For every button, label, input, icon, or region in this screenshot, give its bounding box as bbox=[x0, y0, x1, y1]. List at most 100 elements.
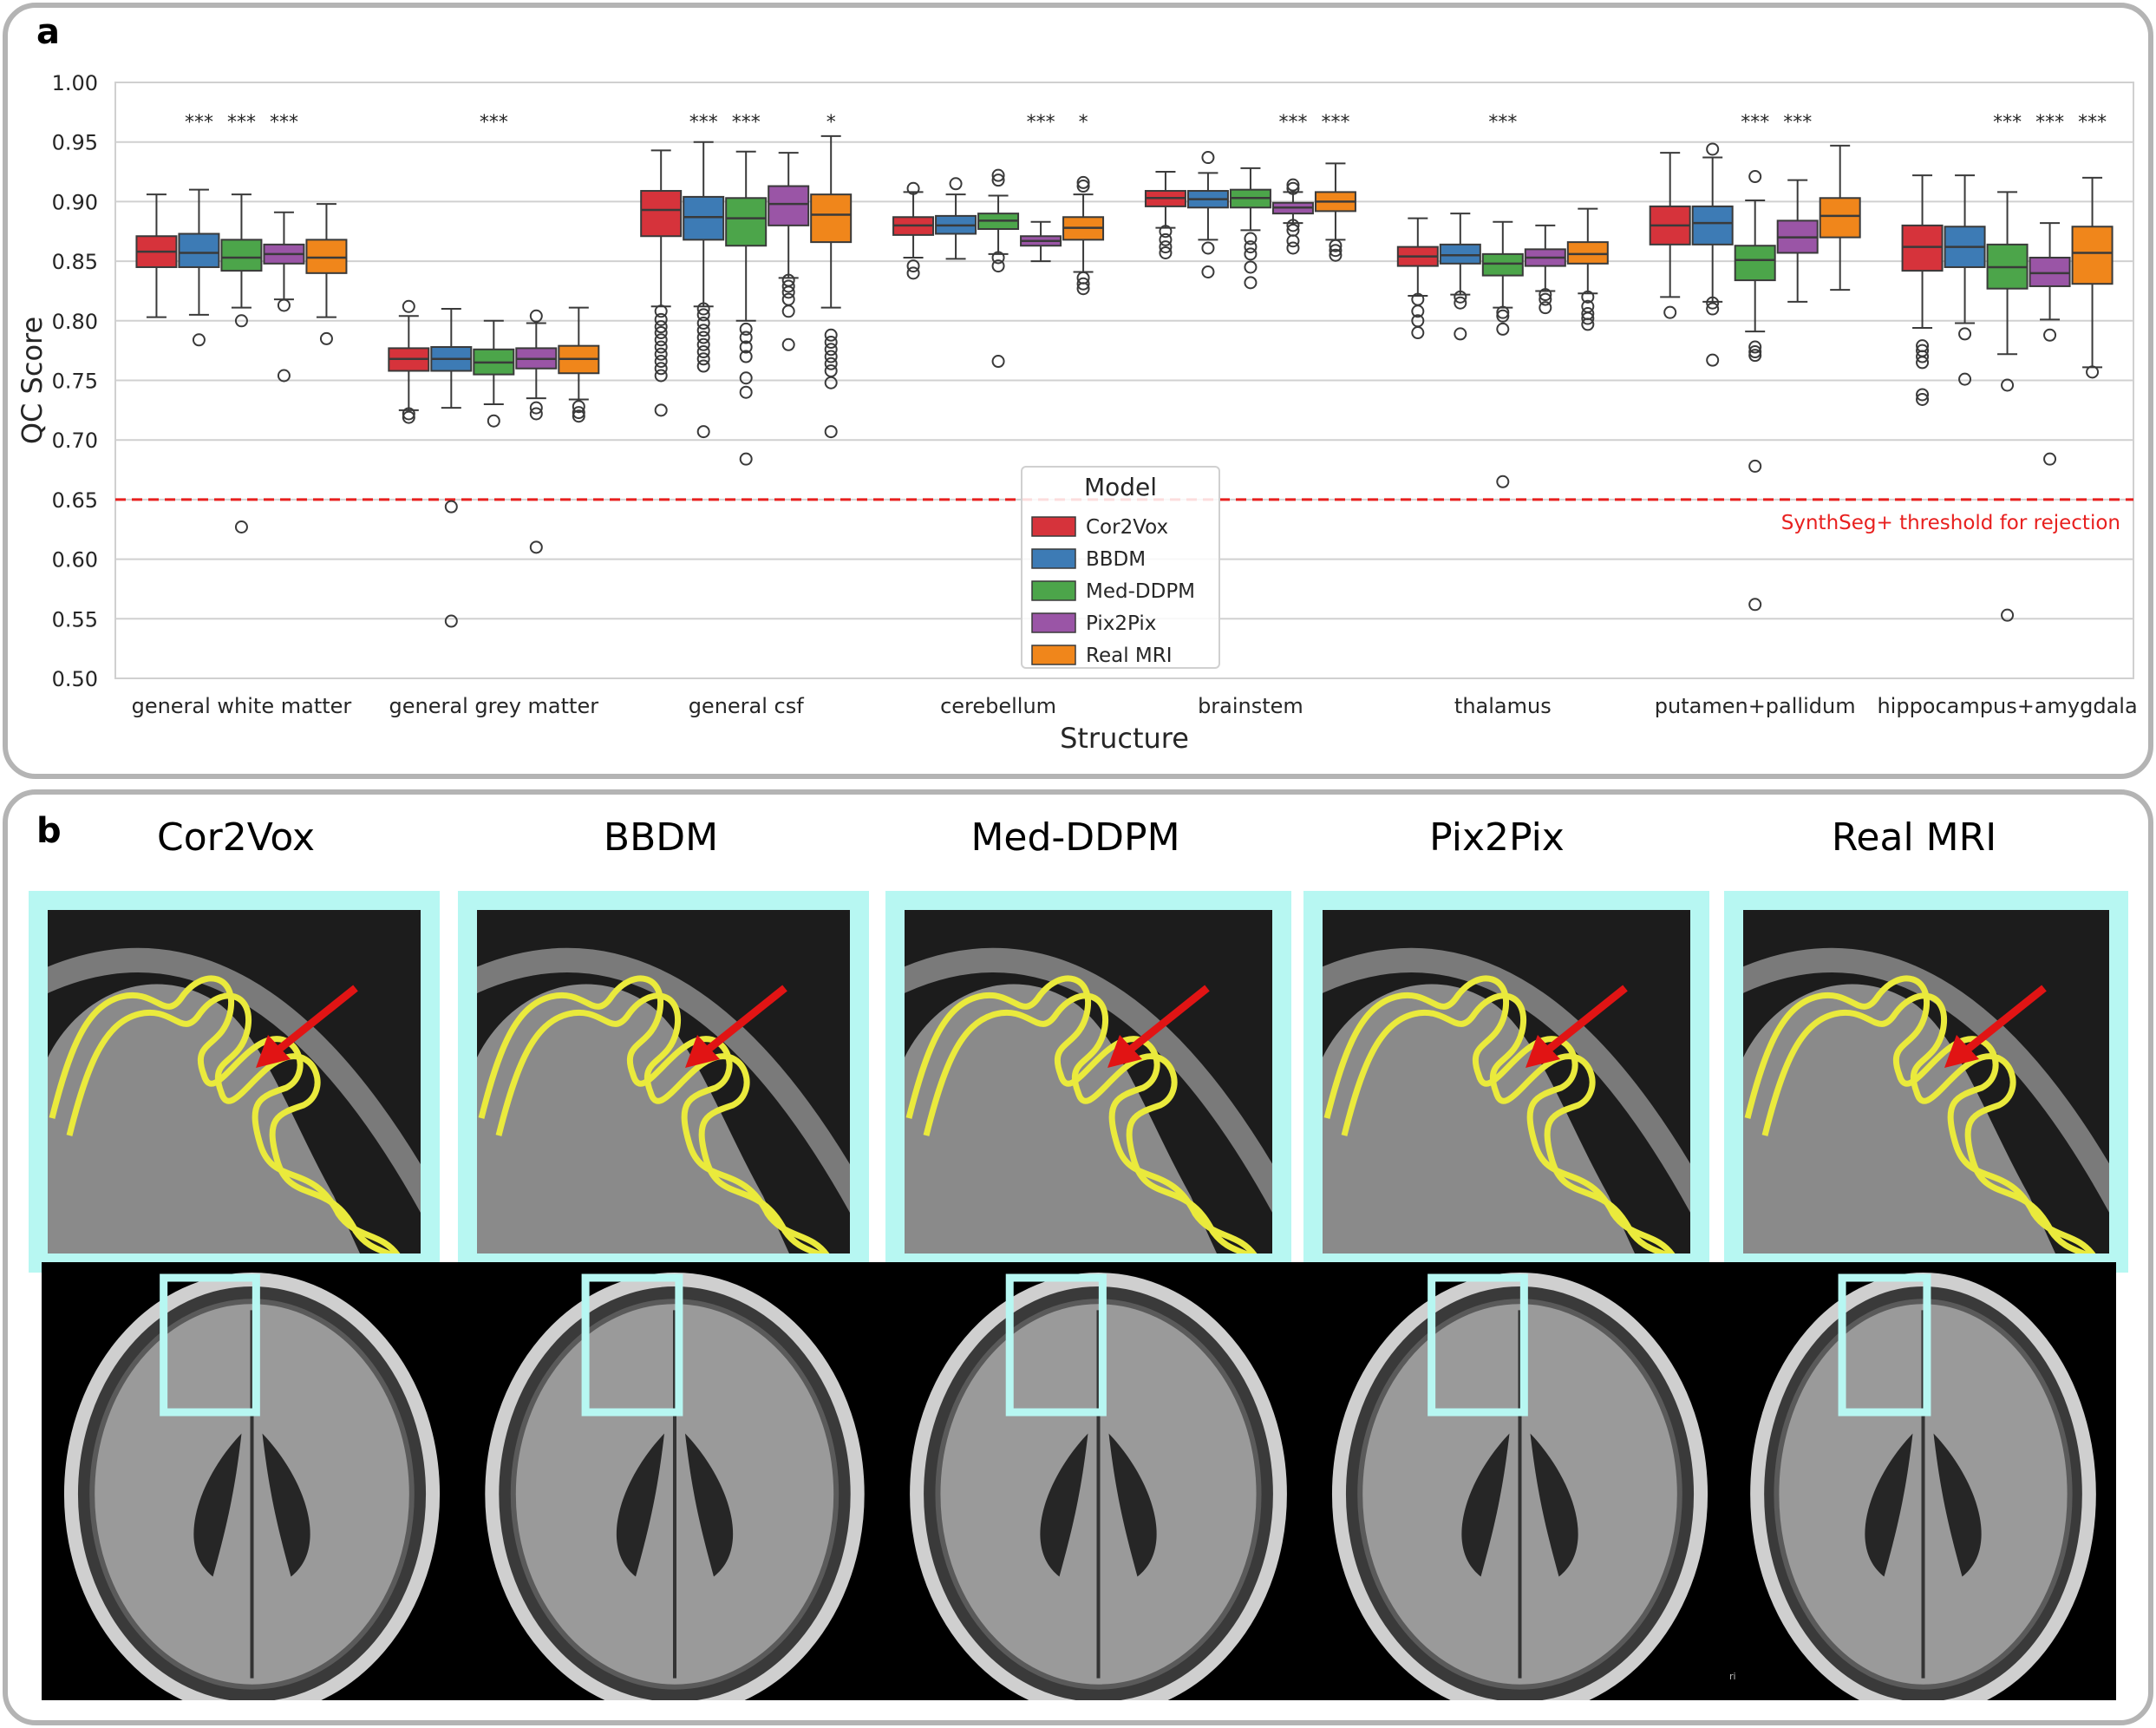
outlier-point bbox=[192, 333, 206, 347]
cortex-outline-inner bbox=[923, 992, 1253, 1253]
outlier-point bbox=[739, 452, 753, 466]
outlier-point bbox=[234, 314, 248, 328]
zoomed-mri-image bbox=[477, 910, 850, 1253]
outlier-point bbox=[824, 343, 838, 357]
box-real-mri bbox=[1566, 207, 1609, 331]
outlier-point bbox=[654, 333, 668, 347]
outlier-point bbox=[1663, 305, 1677, 319]
outlier-point bbox=[1159, 232, 1173, 246]
outlier-point bbox=[529, 407, 543, 421]
outlier-point bbox=[1286, 181, 1300, 195]
right-ventricle bbox=[1933, 1433, 1982, 1577]
cortex-outline-inner bbox=[1341, 992, 1671, 1253]
outlier-point bbox=[1916, 392, 1930, 406]
outlier-point bbox=[1076, 277, 1090, 291]
right-ventricle bbox=[1530, 1433, 1578, 1577]
outlier-point bbox=[654, 304, 668, 318]
zoom-region-frame bbox=[160, 1273, 260, 1417]
outlier-point bbox=[1748, 345, 1762, 359]
scan-real-mri bbox=[1730, 1262, 2116, 1700]
outlier-point bbox=[739, 331, 753, 344]
legend-swatch bbox=[1031, 548, 1076, 569]
outlier-point bbox=[739, 385, 753, 399]
box-cor2vox bbox=[1901, 174, 1944, 406]
outlier-point bbox=[444, 500, 458, 514]
x-axis-label: Structure bbox=[1060, 722, 1189, 755]
white-matter bbox=[1323, 984, 1635, 1253]
iqr-box bbox=[178, 232, 220, 268]
right-ventricle bbox=[1108, 1433, 1157, 1577]
outlier-point bbox=[739, 322, 753, 336]
outlier-point bbox=[1201, 241, 1215, 255]
box-real-mri bbox=[1062, 175, 1105, 296]
outlier-point bbox=[1496, 322, 1510, 336]
outlier-point bbox=[1201, 265, 1215, 278]
left-ventricle bbox=[1865, 1433, 1913, 1577]
x-tick-label: cerebellum bbox=[940, 694, 1056, 718]
outlier-point bbox=[234, 520, 248, 534]
zoom-region-frame bbox=[1005, 1273, 1107, 1417]
outlier-point bbox=[1748, 459, 1762, 473]
red-arrow-head bbox=[1944, 1035, 1979, 1068]
x-tick-label: general white matter bbox=[132, 694, 352, 718]
legend-swatch bbox=[1031, 516, 1076, 537]
white-matter bbox=[48, 984, 360, 1253]
box-pix2pix bbox=[263, 211, 305, 383]
box-cor2vox bbox=[388, 299, 430, 424]
left-ventricle bbox=[1040, 1433, 1088, 1577]
outlier-point bbox=[2001, 608, 2015, 622]
zoomed-mri-image bbox=[905, 910, 1272, 1253]
outlier-point bbox=[696, 317, 710, 331]
iqr-box bbox=[1481, 252, 1524, 277]
box-pix2pix bbox=[515, 309, 558, 554]
title-pix2pix: Pix2Pix bbox=[1429, 815, 1565, 860]
white-matter bbox=[477, 984, 789, 1253]
outlier-point bbox=[696, 308, 710, 322]
y-tick-label: 0.80 bbox=[52, 310, 98, 334]
left-ventricle bbox=[616, 1433, 664, 1577]
right-ventricle bbox=[685, 1433, 734, 1577]
x-tick-label: general csf bbox=[689, 694, 805, 718]
cortex-outline-inner bbox=[495, 992, 826, 1253]
legend-title: Model bbox=[1084, 473, 1157, 501]
outlier-point bbox=[906, 181, 920, 195]
outlier-point bbox=[654, 369, 668, 383]
outlier-point bbox=[572, 406, 585, 420]
box-cor2vox bbox=[1396, 217, 1439, 340]
cortex-outline-outer bbox=[478, 975, 830, 1253]
plot-area bbox=[114, 82, 2134, 679]
outlier-point bbox=[824, 364, 838, 378]
outlier-point bbox=[1076, 175, 1090, 189]
legend-label: Real MRI bbox=[1086, 645, 1173, 667]
iqr-box bbox=[1439, 243, 1481, 265]
zoomed-mri-image bbox=[48, 910, 421, 1253]
panel-b-letter: b bbox=[36, 811, 62, 851]
box-bbdm bbox=[178, 188, 220, 347]
outlier-point bbox=[739, 340, 753, 354]
left-ventricle bbox=[1461, 1433, 1510, 1577]
cortex-outline-inner bbox=[1761, 992, 2092, 1253]
legend-label: Pix2Pix bbox=[1086, 612, 1156, 635]
iqr-box bbox=[220, 239, 263, 272]
right-ventricle bbox=[262, 1433, 310, 1577]
outlier-point bbox=[739, 371, 753, 385]
box-bbdm bbox=[1186, 151, 1229, 278]
outlier-point bbox=[696, 337, 710, 351]
outlier-point bbox=[1496, 305, 1510, 319]
outlier-point bbox=[1244, 247, 1258, 261]
outlier-point bbox=[654, 326, 668, 340]
outlier-point bbox=[1159, 240, 1173, 254]
outlier-point bbox=[1916, 356, 1930, 370]
x-tick-label: hippocampus+amygdala bbox=[1877, 694, 2137, 718]
y-tick-label: 0.65 bbox=[52, 488, 98, 513]
legend-label: Cor2Vox bbox=[1086, 516, 1168, 539]
iqr-box bbox=[1734, 245, 1776, 282]
outlier-point bbox=[572, 409, 585, 423]
outlier-point bbox=[1581, 290, 1595, 304]
legend-swatch bbox=[1031, 645, 1076, 665]
outlier-point bbox=[1748, 598, 1762, 612]
zoom-real-mri bbox=[1724, 891, 2128, 1273]
skull-arc bbox=[48, 948, 421, 1214]
box-med-ddpm bbox=[1734, 170, 1776, 612]
outlier-point bbox=[654, 362, 668, 376]
